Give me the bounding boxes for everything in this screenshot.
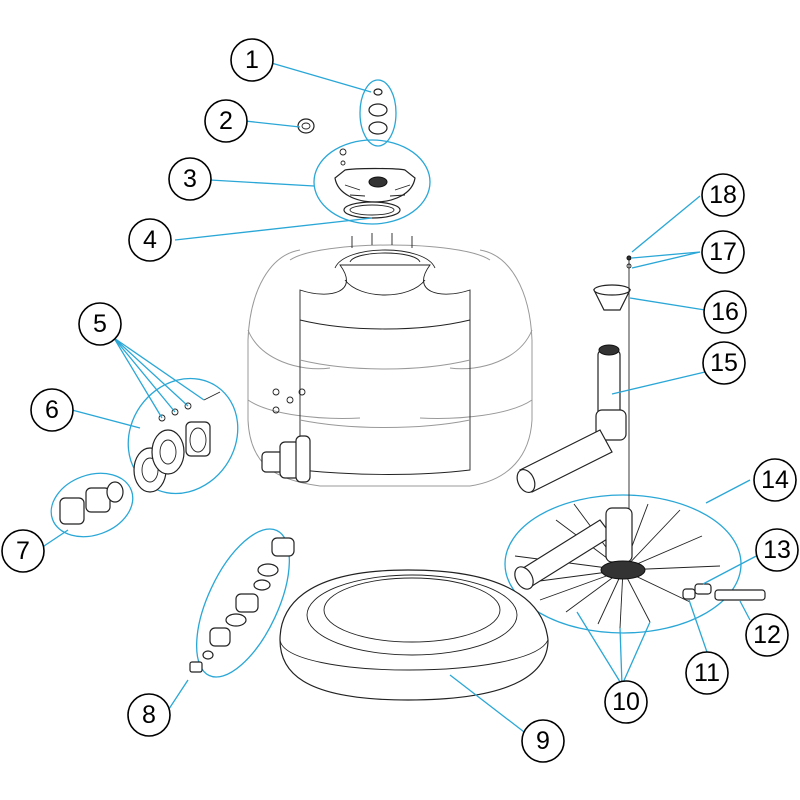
callout-18: 18 [701,173,745,217]
part-15-pipe [516,344,627,493]
part-13-connector [694,583,712,595]
svg-text:1: 1 [245,46,259,74]
part-7-union [59,481,124,525]
svg-text:11: 11 [694,659,720,687]
callout-9: 9 [521,719,565,763]
svg-text:6: 6 [45,396,59,424]
part-8-stack [189,537,295,673]
callout-14: 14 [753,458,797,502]
part-1-cap-stack [368,88,388,135]
callout-15: 15 [702,341,746,385]
svg-text:8: 8 [142,701,156,729]
svg-text:10: 10 [612,688,640,716]
svg-text:9: 9 [536,727,550,755]
callout-16: 16 [703,290,747,334]
part-12-lateral [714,589,766,601]
group-outlines [50,79,742,678]
callout-7: 7 [1,529,45,573]
svg-text:4: 4 [143,226,157,254]
callout-17: 17 [701,230,745,274]
callout-5: 5 [78,302,122,346]
callout-4: 4 [128,218,172,262]
part-14-laterals [514,503,721,629]
callout-11: 11 [685,651,729,695]
svg-text:18: 18 [709,181,737,209]
svg-text:5: 5 [93,310,107,338]
filter-tank [247,233,533,487]
callout-10: 10 [604,680,648,724]
part-9-base [279,569,549,701]
part-17-18-rod [626,255,632,545]
outline-group-1 [359,79,397,147]
outline-group-8 [195,528,291,678]
callout-8: 8 [127,693,171,737]
part-4-oring [343,201,401,219]
callout-12: 12 [745,613,789,657]
part-11-cap [682,588,696,600]
svg-text:16: 16 [711,298,739,326]
svg-text:7: 7 [16,537,30,565]
part-16-funnel [593,284,631,311]
outline-group-6 [127,377,239,495]
part-11-12-13 [682,583,766,601]
leader-lines [37,61,763,736]
callout-13: 13 [755,528,799,572]
outline-group-3 [313,139,431,225]
svg-text:14: 14 [761,466,789,494]
callout-3: 3 [168,157,212,201]
svg-text:17: 17 [709,238,737,266]
outline-group-7 [50,472,134,538]
callout-1: 1 [230,38,274,82]
svg-text:13: 13 [763,536,791,564]
svg-text:2: 2 [219,107,233,135]
callout-6: 6 [30,388,74,432]
part-3-lid [334,148,416,203]
part-6-flange-set [133,421,211,493]
svg-text:3: 3 [183,165,197,193]
svg-text:12: 12 [753,621,781,649]
callout-2: 2 [204,99,248,143]
part-5-screws [158,391,221,422]
part-2-knob [297,118,315,134]
svg-text:15: 15 [710,349,738,377]
